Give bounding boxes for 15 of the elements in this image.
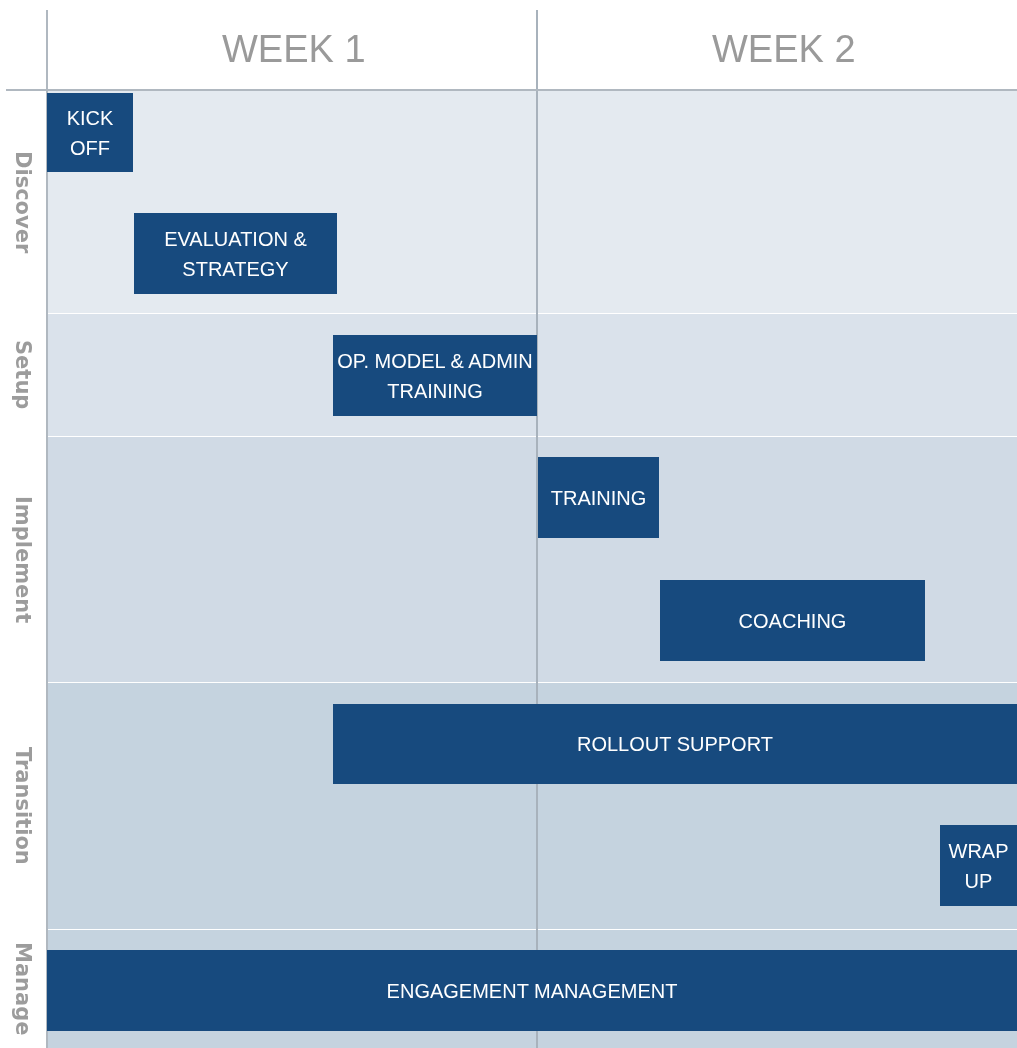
- task-bar: EVALUATION & STRATEGY: [134, 213, 337, 294]
- lane-label: Setup: [10, 339, 36, 412]
- week-header: WEEK 1: [222, 28, 366, 71]
- task-bar: COACHING: [660, 580, 925, 661]
- lane-label: Transition: [10, 746, 36, 867]
- lane-label: Implement: [10, 494, 36, 626]
- task-bar: ROLLOUT SUPPORT: [333, 704, 1017, 784]
- task-bar: ENGAGEMENT MANAGEMENT: [47, 950, 1017, 1031]
- task-bar: WRAP UP: [940, 825, 1017, 906]
- week-header: WEEK 2: [712, 28, 856, 71]
- task-bar: OP. MODEL & ADMIN TRAINING: [333, 335, 537, 416]
- task-bar: TRAINING: [538, 457, 659, 538]
- lane-label: Discover: [10, 149, 36, 256]
- lane-label: Manage: [10, 941, 36, 1038]
- task-bar: KICK OFF: [47, 93, 133, 172]
